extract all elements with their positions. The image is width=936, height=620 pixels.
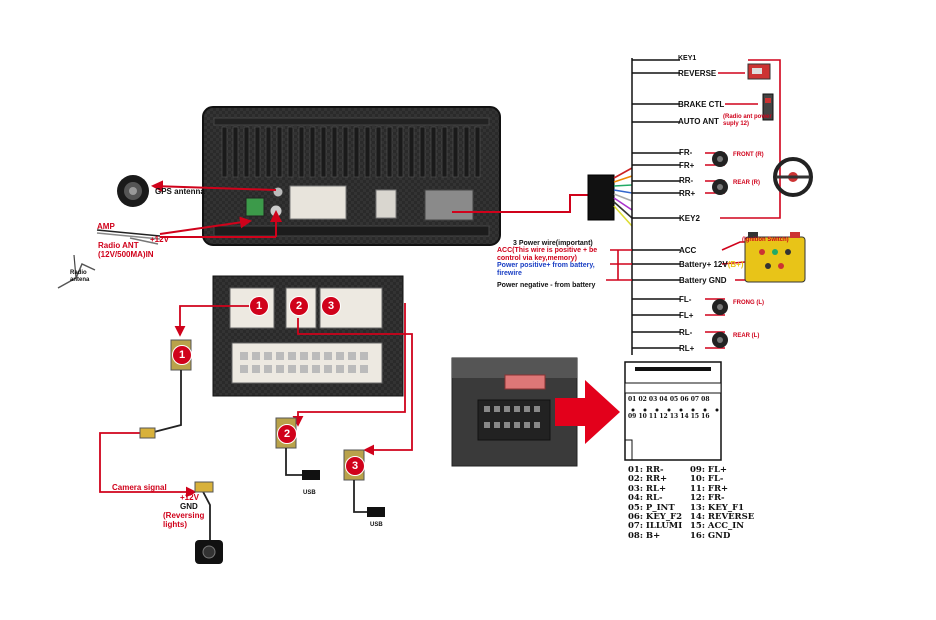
harness-rr-minus: RR- <box>679 176 694 185</box>
reversing-camera-icon <box>195 540 223 564</box>
harness-battery-12v: Battery+ 12V(B+) <box>679 260 744 269</box>
pinout-connector-drawing <box>624 361 722 461</box>
pinout-row: 09: FL+ <box>690 465 728 475</box>
harness-reverse: REVERSE <box>678 69 717 78</box>
port-wires <box>99 303 413 498</box>
reverse-light-icon <box>747 63 771 80</box>
pinout-right-list: 09: FL+ 10: FL- 11: FR+ 12: FR- 13: KEY_… <box>690 465 755 541</box>
big-arrow-icon <box>555 380 620 444</box>
port-badge-3: 3 <box>321 296 341 316</box>
pinout-row: 01: RR- <box>628 465 664 475</box>
harness-wire <box>452 194 588 213</box>
speaker-front-right-icon <box>712 151 728 167</box>
connector-panel <box>212 275 404 397</box>
radio-ant-12v: +12V <box>150 235 169 244</box>
rear-r-label: REAR (R) <box>733 180 760 186</box>
cable-badge-1: 1 <box>172 345 192 365</box>
harness-trunk <box>631 58 680 355</box>
connector-closeup-photo <box>451 357 578 467</box>
harness-rl-plus: RL+ <box>679 344 695 353</box>
front-r-label: FRONT (R) <box>733 152 764 158</box>
pinout-row: 03: RL+ <box>628 483 667 494</box>
pinout-row: 10: FL- <box>690 474 724 485</box>
radio-antenna-icon <box>57 254 96 289</box>
harness-fl-plus: FL+ <box>679 311 694 320</box>
harness-battery-gnd: Battery GND <box>679 276 727 285</box>
cable-badge-2: 2 <box>277 424 297 444</box>
usb-label-2: USB <box>303 490 316 496</box>
pinout-row: 15: ACC_IN <box>690 521 745 532</box>
head-unit-back <box>202 106 501 246</box>
radio-antenna-label: Radio antena <box>70 270 90 283</box>
amp-label: AMP <box>97 222 115 231</box>
harness-brake: BRAKE CTL <box>678 100 725 109</box>
pinout-row: 16: GND <box>690 530 731 541</box>
battery-icon <box>744 232 806 283</box>
brake-lever-icon <box>762 93 774 121</box>
speaker-rear-left-icon <box>712 332 728 348</box>
pin-numbers-bottom: 09 10 11 12 13 14 15 16 <box>628 413 710 420</box>
pinout-row: 02: RR+ <box>628 474 668 485</box>
harness-key2: KEY2 <box>679 214 700 223</box>
gps-wire <box>151 180 277 193</box>
harness-key1: KEY1 <box>678 55 697 62</box>
harness-connector <box>587 167 633 227</box>
harness-fr-plus: FR+ <box>679 161 695 170</box>
harness-fr-minus: FR- <box>679 148 693 157</box>
gps-label: GPS antenna <box>155 187 205 196</box>
harness-acc: ACC <box>679 246 697 255</box>
ignition-switch-label: (Ignition Switch) <box>742 237 789 243</box>
radio-ant-cable <box>96 210 282 245</box>
pinout-row: 05: P_INT <box>628 502 675 513</box>
camera-signal-label: Camera signal <box>112 483 167 492</box>
radio-ant-label: Radio ANT (12V/500MA)IN <box>98 241 154 259</box>
camera-gnd-label: GND <box>180 502 198 511</box>
pinout-row: 08: B+ <box>628 530 661 541</box>
harness-auto-ant: AUTO ANT <box>678 117 719 126</box>
battery-b-plus-mark: (B+) <box>727 260 744 269</box>
pinout-row: 13: KEY_F1 <box>690 502 745 513</box>
usb-label-3: USB <box>370 522 383 528</box>
auto-ant-note: (Radio ant power suply 12) <box>723 114 772 127</box>
reversing-lights-label: (Reversing lights) <box>163 511 205 529</box>
port-badge-1: 1 <box>249 296 269 316</box>
front-l-label: FRONG (L) <box>733 300 764 306</box>
battery-neg-note: Power negative - from battery <box>497 282 596 289</box>
gps-antenna-icon <box>117 175 149 207</box>
cable-badge-3: 3 <box>345 456 365 476</box>
harness-rl-minus: RL- <box>679 328 693 337</box>
harness-rr-plus: RR+ <box>679 189 696 198</box>
port-badge-2: 2 <box>289 296 309 316</box>
camera-cable <box>139 339 214 540</box>
pinout-row: 11: FR+ <box>690 483 729 494</box>
power-title: 3 Power wire(important) <box>513 240 593 247</box>
rear-l-label: REAR (L) <box>733 333 760 339</box>
camera-12v-label: +12V <box>180 493 199 502</box>
pinout-row: 07: ILLUMI <box>628 521 683 532</box>
pinout-row: 06: KEY_F2 <box>628 512 683 523</box>
pinout-row: 12: FR- <box>690 493 725 504</box>
pinout-left-list: 01: RR- 02: RR+ 03: RL+ 04: RL- 05: P_IN… <box>628 465 683 541</box>
battery-pos-note: Power positive+ from battery, firewire <box>497 262 595 277</box>
speaker-rear-right-icon <box>712 179 728 195</box>
pinout-row: 14: REVERSE <box>690 512 755 523</box>
steering-wheel-icon <box>773 157 813 197</box>
pinout-row: 04: RL- <box>628 493 663 504</box>
acc-note: ACC(This wire is positive + be control v… <box>497 247 598 262</box>
speaker-front-left-icon <box>712 299 728 315</box>
pin-numbers-top: 01 02 03 04 05 06 07 08 <box>628 396 710 403</box>
harness-fl-minus: FL- <box>679 295 692 304</box>
